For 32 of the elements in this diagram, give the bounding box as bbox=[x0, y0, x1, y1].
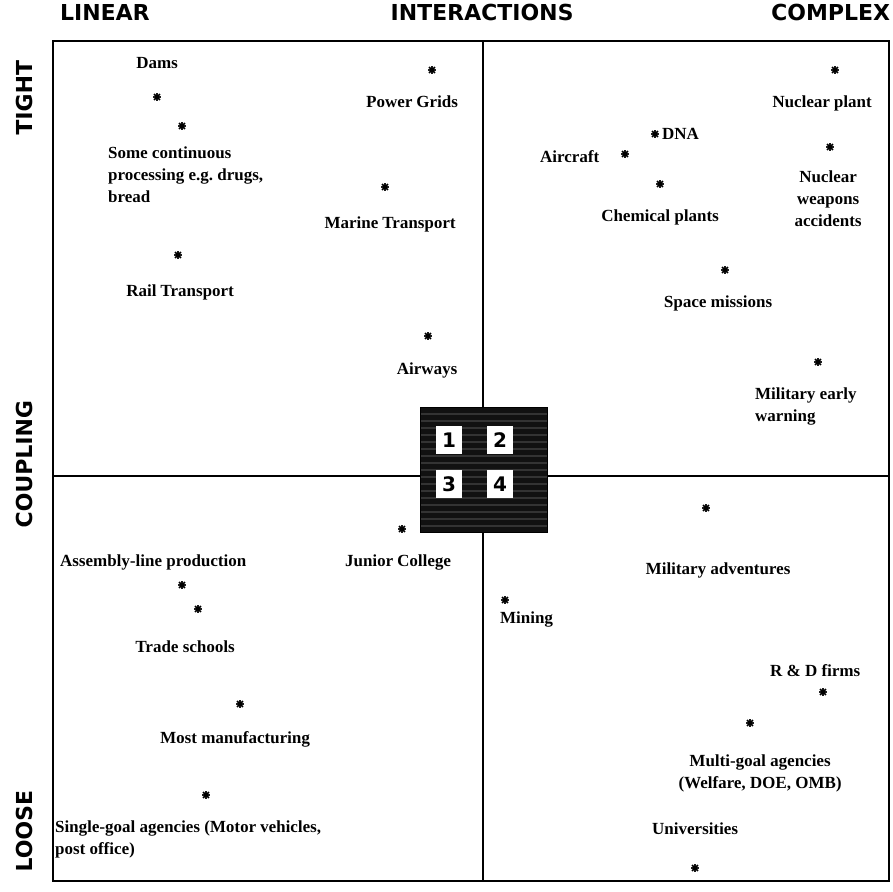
system-label: Trade schools bbox=[134, 636, 236, 658]
system-label: Single-goal agencies (Motor vehicles, post office) bbox=[55, 816, 322, 860]
axis-heading: TIGHT bbox=[14, 60, 38, 135]
system-label: Multi-goal agencies (Welfare, DOE, OMB) bbox=[677, 750, 843, 794]
system-label: Some continuous processing e.g. drugs, bread bbox=[108, 142, 264, 208]
system-label: Assembly-line production bbox=[60, 550, 248, 572]
number-box: 1 bbox=[436, 426, 462, 454]
system-label: Nuclear plant bbox=[771, 91, 873, 113]
system-label: Dams bbox=[135, 52, 179, 74]
system-label: Military early warning bbox=[755, 383, 858, 427]
system-label: Chemical plants bbox=[600, 205, 720, 227]
system-label: Space missions bbox=[662, 291, 774, 313]
axis-heading: LINEAR bbox=[60, 2, 150, 26]
system-label: Aircraft bbox=[540, 146, 600, 168]
axis-heading: COMPLEX bbox=[771, 2, 890, 26]
number-box: 2 bbox=[487, 426, 513, 454]
system-label: Power Grids bbox=[365, 91, 459, 113]
system-label: DNA bbox=[662, 123, 700, 145]
number-box: 4 bbox=[487, 470, 513, 498]
system-label: Mining bbox=[500, 607, 554, 629]
axis-heading: INTERACTIONS bbox=[390, 2, 574, 26]
number-box: 3 bbox=[436, 470, 462, 498]
system-label: Marine Transport bbox=[323, 212, 457, 234]
axis-heading: COUPLING bbox=[14, 400, 38, 528]
system-label: R & D firms bbox=[770, 660, 862, 682]
shaded-box bbox=[420, 407, 548, 533]
system-label: Military adventures bbox=[644, 558, 792, 580]
system-label: Nuclear weapons accidents bbox=[793, 166, 863, 232]
system-label: Rail Transport bbox=[125, 280, 235, 302]
system-label: Universities bbox=[651, 818, 739, 840]
axis-heading: LOOSE bbox=[14, 790, 38, 872]
system-label: Most manufacturing bbox=[159, 727, 311, 749]
